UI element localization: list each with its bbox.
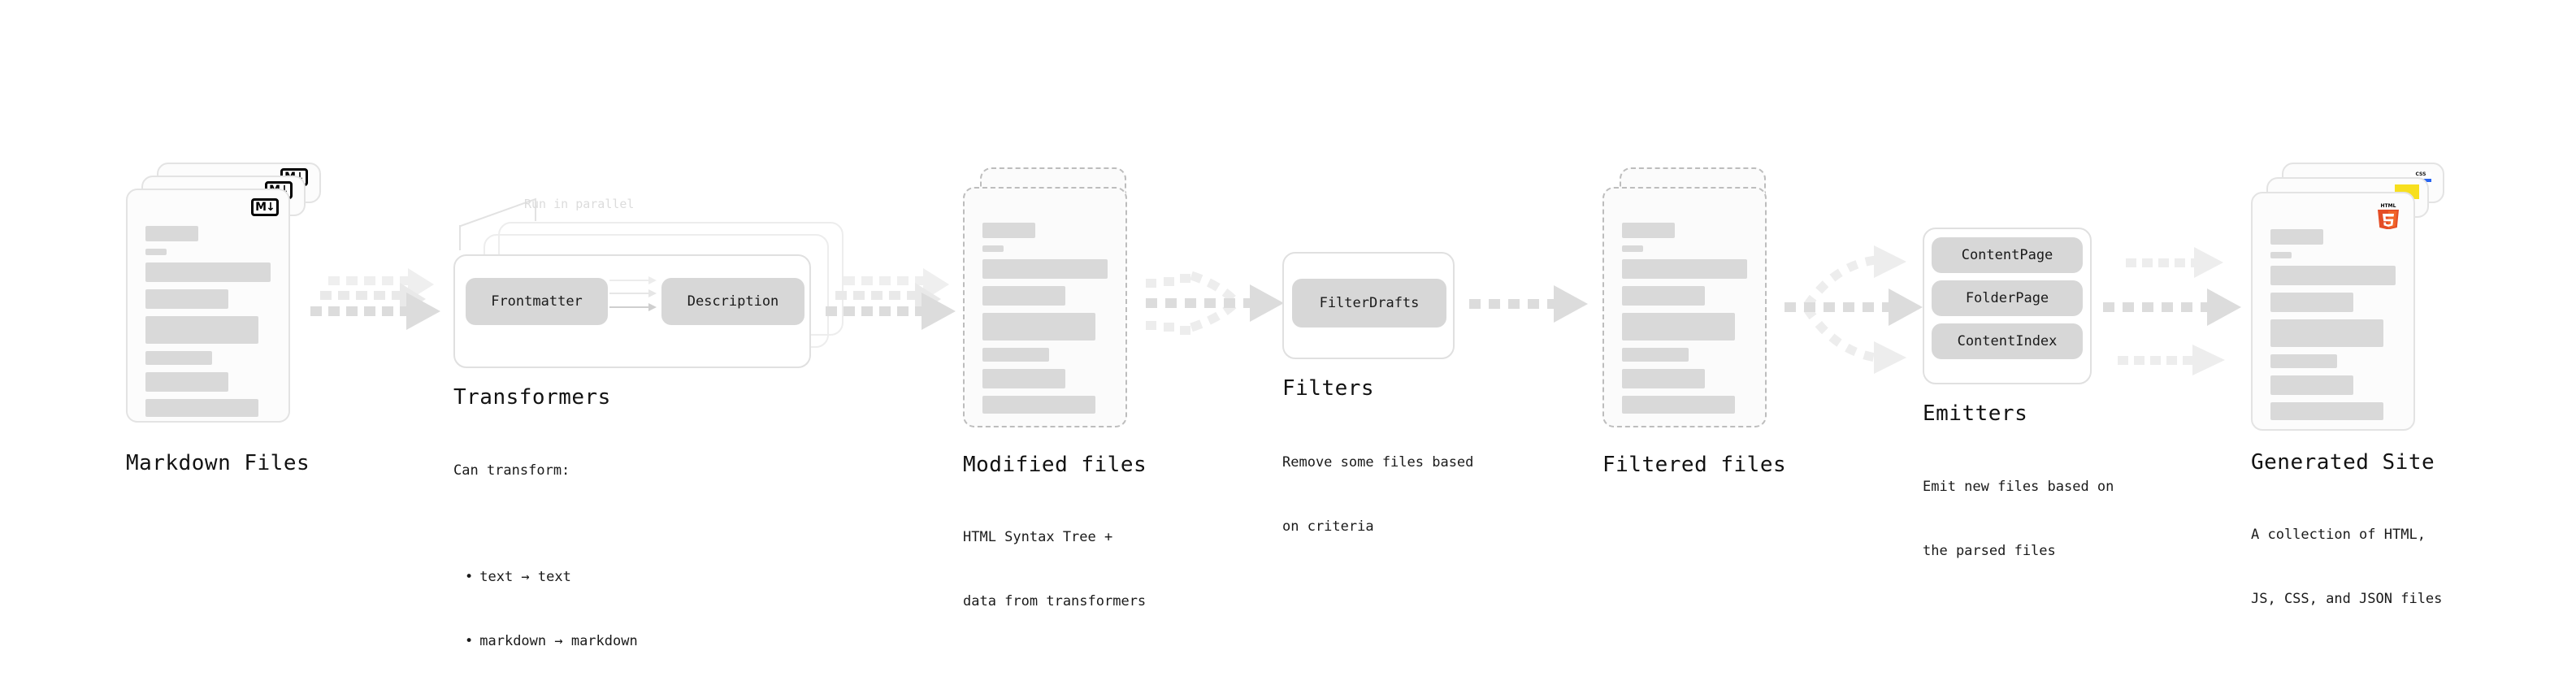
transformer-chip-frontmatter[interactable]: Frontmatter xyxy=(466,278,608,325)
connector-markdown-to-transformers xyxy=(310,268,440,330)
modified-files-desc-line: HTML Syntax Tree + xyxy=(963,528,1113,545)
modified-file-card-front xyxy=(963,187,1127,427)
modified-file-placeholder-lines xyxy=(982,223,1108,421)
modified-files-desc: HTML Syntax Tree + data from transformer… xyxy=(963,484,1146,655)
transform-list-item: text → text xyxy=(465,566,638,588)
generated-site-desc: A collection of HTML, JS, CSS, and JSON … xyxy=(2251,481,2442,653)
filters-desc-line: on criteria xyxy=(1282,518,1374,535)
connector-filters-to-filtered xyxy=(1469,285,1588,323)
filters-desc: Remove some files based on criteria xyxy=(1282,409,1473,580)
connector-filtered-to-emitters xyxy=(1785,245,1923,374)
emitter-chip-folderpage[interactable]: FolderPage xyxy=(1932,280,2083,316)
emitters-desc-line: the parsed files xyxy=(1923,542,2056,559)
emitters-desc: Emit new files based on the parsed files xyxy=(1923,433,2114,605)
filtered-file-card-front xyxy=(1602,187,1767,427)
modified-files-desc-line: data from transformers xyxy=(963,592,1147,609)
transformers-title: Transformers xyxy=(453,385,611,410)
filter-chip-filterdrafts[interactable]: FilterDrafts xyxy=(1292,279,1446,327)
emitters-desc-line: Emit new files based on xyxy=(1923,478,2114,495)
generated-site-desc-line: A collection of HTML, xyxy=(2251,526,2426,543)
emitter-chip-contentpage[interactable]: ContentPage xyxy=(1932,237,2083,273)
css3-icon-label: CSS xyxy=(2415,171,2426,177)
markdown-files-title-main: Markdown Files xyxy=(126,451,310,475)
markdown-icon: M↓ xyxy=(251,198,279,216)
connector-modified-to-filters xyxy=(1146,271,1284,335)
filtered-file-placeholder-lines xyxy=(1622,223,1747,421)
filters-desc-line: Remove some files based xyxy=(1282,453,1474,471)
connector-transformers-to-modified xyxy=(826,268,956,330)
generated-site-stack: CSS HTML xyxy=(2251,163,2446,431)
run-in-parallel-annotation: Run in parallel xyxy=(524,197,635,211)
filters-title: Filters xyxy=(1282,376,1375,401)
transformers-transform-list: text → text markdown → markdown html → h… xyxy=(453,524,638,681)
generated-site-title: Generated Site xyxy=(2251,450,2435,475)
connector-emitters-to-site xyxy=(2103,247,2241,375)
markdown-file-card-front: M↓ xyxy=(126,189,290,423)
emitters-title: Emitters xyxy=(1923,401,2028,426)
transformers-desc-heading: Can transform: xyxy=(453,462,570,479)
markdown-files-stack: M↓ M↓ M↓ xyxy=(126,163,321,423)
transform-list-item: markdown → markdown xyxy=(465,631,637,652)
generated-file-placeholder-lines xyxy=(2270,229,2396,427)
emitter-chip-contentindex[interactable]: ContentIndex xyxy=(1932,323,2083,359)
svg-text:HTML: HTML xyxy=(2381,203,2396,209)
modified-files-title: Modified files xyxy=(963,453,1147,477)
generated-site-desc-line: JS, CSS, and JSON files xyxy=(2251,590,2443,607)
transformers-desc: Can transform: text → text markdown → ma… xyxy=(453,417,638,681)
modified-files-stack xyxy=(963,167,1150,427)
transformer-chip-description[interactable]: Description xyxy=(661,278,804,325)
filtered-files-stack xyxy=(1602,167,1789,427)
markdown-file-placeholder-lines xyxy=(145,226,271,424)
html5-icon: HTML xyxy=(2376,202,2400,230)
markdown-icon-label: M↓ xyxy=(255,201,275,214)
filtered-files-title: Filtered files xyxy=(1602,453,1787,477)
generated-file-card-html: HTML xyxy=(2251,192,2415,431)
